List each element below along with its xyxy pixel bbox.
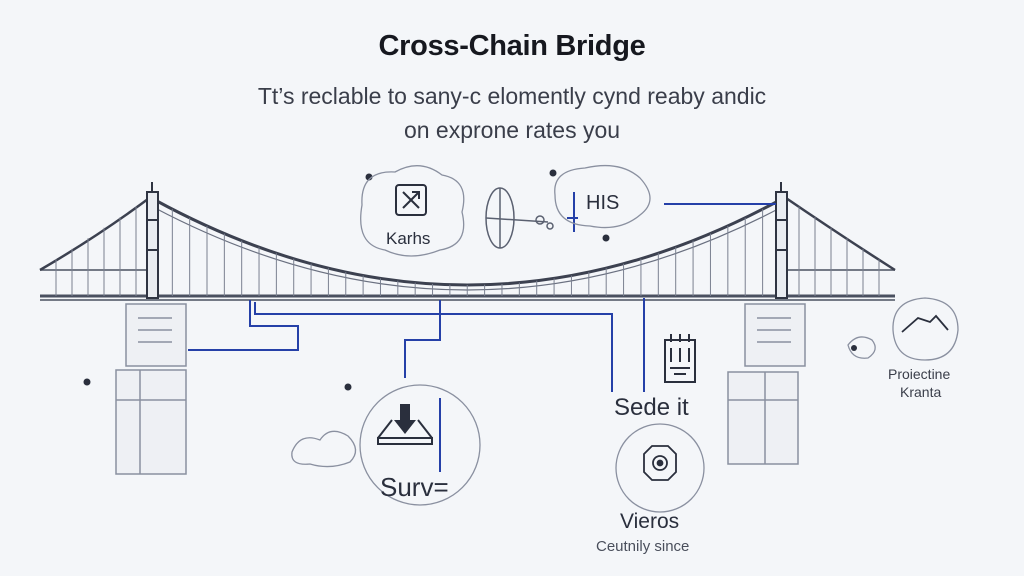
main-cable: [154, 198, 781, 287]
satellite-dish-icon: [485, 187, 554, 249]
mountain-icon: [901, 314, 949, 333]
document-stack-icon: [664, 334, 696, 383]
left-side-cable: [39, 194, 153, 272]
sede-label: Sede it: [614, 394, 689, 421]
suspender-cables: [55, 206, 880, 296]
his-label: HIS: [586, 192, 620, 214]
diagram-title: Cross-Chain Bridge: [378, 30, 646, 62]
vieros-cloud: [615, 423, 705, 513]
subtitle-line-1: Tt’s reclable to sany-c elomently cynd r…: [257, 83, 767, 109]
connector-lines: [188, 192, 776, 472]
download-tray-icon: [377, 404, 433, 445]
gear-shield-icon: [643, 445, 677, 481]
swap-arrows-icon: [395, 184, 427, 216]
left-tower: [146, 182, 159, 299]
cautionily-label: Ceutnily since: [596, 538, 690, 555]
subtitle-line-2: on exprone rates you: [403, 117, 621, 143]
right-side-cable: [782, 194, 896, 272]
protective-cloud: [847, 297, 959, 361]
main-cable-inner: [154, 207, 781, 291]
right-pier: [727, 303, 806, 465]
accent-dots: [83, 169, 857, 391]
surv-label: Surv=: [380, 472, 449, 502]
protective-label-line-2: Kranta: [900, 384, 942, 400]
his-cloud: [554, 164, 651, 229]
surv-cloud: [291, 384, 481, 506]
right-tower: [775, 182, 788, 299]
vieros-label: Vieros: [620, 510, 680, 533]
left-pier: [115, 303, 187, 475]
protective-label-line-1: Proiectine: [888, 366, 951, 382]
karhs-cloud: [360, 165, 465, 257]
karhs-label: Karhs: [386, 229, 431, 248]
